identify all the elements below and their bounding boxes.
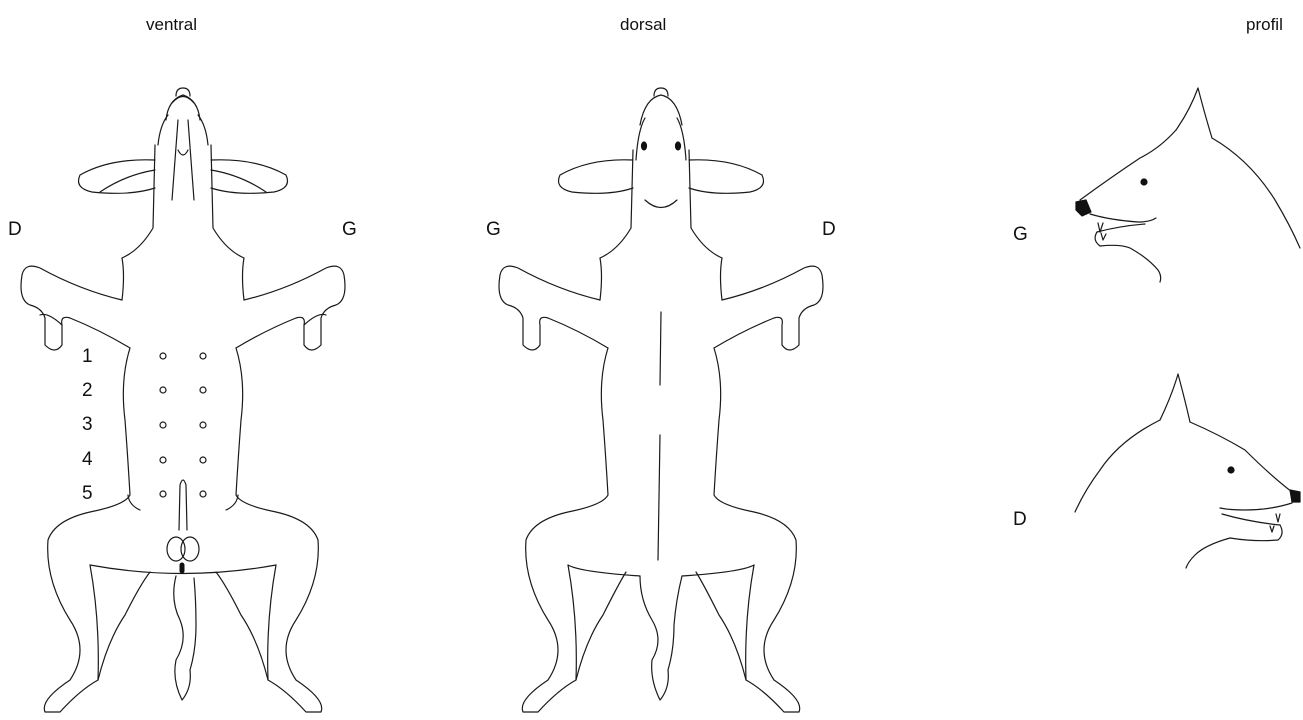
profile-head-right bbox=[0, 0, 1303, 720]
